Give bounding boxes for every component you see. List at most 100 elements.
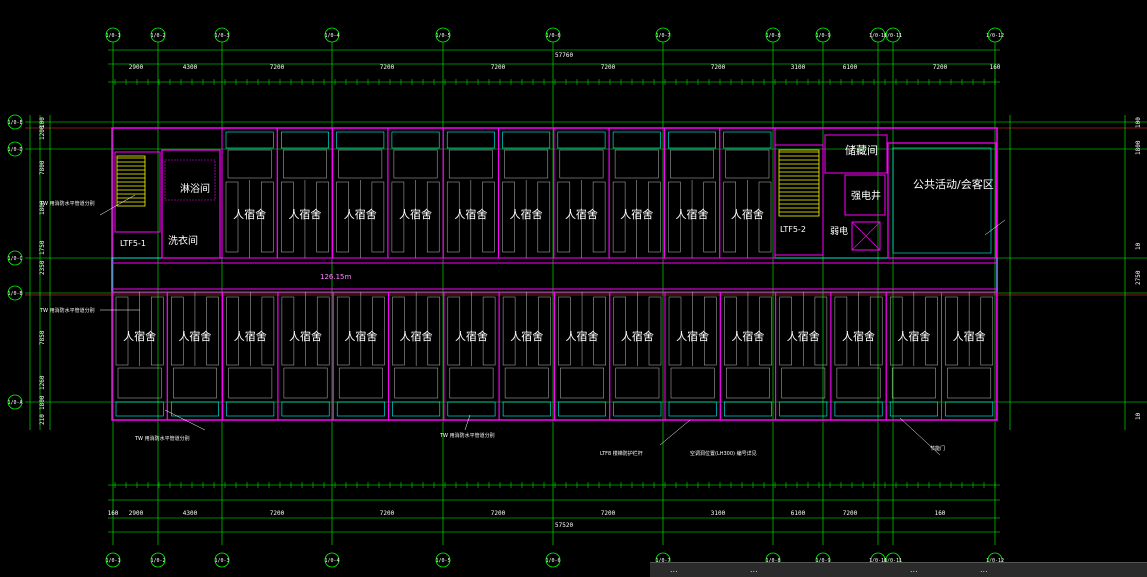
axis-bubble-top <box>885 27 901 43</box>
leader-line <box>164 409 206 431</box>
axis-bubble-top <box>214 27 230 43</box>
bathroom <box>448 149 493 179</box>
stair-left-label: LTF5-1 <box>120 239 146 248</box>
axis-bubble-left <box>7 250 23 266</box>
annotation-note: 节能门 <box>930 445 945 452</box>
axis-label-top: 1/0-5 <box>435 33 450 39</box>
window <box>834 401 883 417</box>
public-area <box>887 142 997 259</box>
axis-label-bottom: 1/0-4 <box>324 558 339 564</box>
axis-bubble-top <box>105 27 121 43</box>
window <box>668 131 717 149</box>
bathroom <box>560 367 604 399</box>
electrical-room <box>844 174 886 216</box>
bed <box>668 181 681 253</box>
bed <box>225 181 239 253</box>
window <box>668 401 717 417</box>
taskbar-item[interactable]: ... <box>910 565 918 574</box>
axis-bubble-bottom <box>105 552 121 568</box>
bed <box>281 181 294 253</box>
bed <box>703 181 716 253</box>
room-public: 公共活动/会客区 <box>913 177 994 191</box>
room-label: 人宿舍 <box>234 329 267 343</box>
bed <box>171 296 184 366</box>
axis-bubble-bottom <box>324 552 340 568</box>
span-label-bottom: 2900 <box>129 510 144 517</box>
bed <box>482 296 496 366</box>
axis-bubble-top <box>545 27 561 43</box>
span-label-bottom: 7200 <box>270 510 285 517</box>
window <box>225 131 274 149</box>
span-label-left: 7800 <box>39 160 46 175</box>
span-label-right: 2750 <box>1135 270 1142 285</box>
bathroom <box>891 367 936 399</box>
bed <box>648 181 661 253</box>
bed <box>537 181 551 253</box>
bathroom <box>781 367 826 399</box>
span-label-left: 2350 <box>39 260 46 275</box>
span-label-top: 4300 <box>183 64 198 71</box>
taskbar-item[interactable]: ... <box>980 565 988 574</box>
bed <box>814 296 828 366</box>
axis-bubble-bottom <box>214 552 230 568</box>
bed <box>704 296 717 366</box>
room-label: 人宿舍 <box>842 329 875 343</box>
building-walls <box>111 127 998 421</box>
window <box>281 401 330 417</box>
bed <box>869 296 883 366</box>
axis-label-top: 1/0-12 <box>986 33 1004 39</box>
axis-bubble-top <box>324 27 340 43</box>
axis-bubble-left <box>7 114 23 130</box>
bed <box>612 181 626 253</box>
span-label-right: 10 <box>1135 412 1142 420</box>
bathroom <box>283 149 327 179</box>
room-label: 人宿舍 <box>731 207 764 221</box>
taskbar-item[interactable]: ... <box>750 565 758 574</box>
bed <box>446 181 460 253</box>
room-label: 人宿舍 <box>676 329 709 343</box>
axis-label-bottom: 1/0-1 <box>105 558 120 564</box>
axis-label-bottom: 1/0-8 <box>765 558 780 564</box>
taskbar-item[interactable]: ... <box>670 565 678 574</box>
axis-label-top: 1/0-9 <box>815 33 830 39</box>
leader-line <box>984 219 1006 236</box>
window <box>336 131 385 149</box>
span-label-top: 7200 <box>933 64 948 71</box>
bed <box>151 296 164 366</box>
room-weak: 弱电 <box>830 225 848 237</box>
bed <box>261 296 275 366</box>
bathroom <box>173 367 217 399</box>
axis-bubble-left <box>7 285 23 301</box>
room-label: 人宿舍 <box>621 329 654 343</box>
span-label-left: 7850 <box>39 330 46 345</box>
window <box>612 131 661 149</box>
axis-label-top: 1/0-1 <box>105 33 120 39</box>
axis-label-top: 1/0-2 <box>150 33 165 39</box>
span-label-left: 210 <box>39 414 46 425</box>
axis-bubble-top <box>815 27 831 43</box>
leader-line <box>464 414 471 431</box>
bed <box>723 181 736 253</box>
axis-grid: 1/0-11/0-11/0-21/0-21/0-31/0-31/0-41/0-4… <box>7 27 1147 568</box>
storage-room <box>824 134 888 174</box>
annotation-note: TW 用消防水平管道分别 <box>39 307 95 314</box>
stair-right <box>774 144 824 256</box>
bathroom <box>449 367 494 399</box>
bed <box>372 296 385 366</box>
span-label-top: 2900 <box>129 64 144 71</box>
bed <box>482 181 495 253</box>
bed <box>115 296 129 366</box>
bathroom <box>283 367 328 399</box>
window <box>945 401 994 417</box>
room-label: 人宿舍 <box>510 329 543 343</box>
bathroom <box>338 149 383 179</box>
window <box>446 131 495 149</box>
bed <box>648 296 662 366</box>
bed <box>502 296 516 366</box>
room-bath: 淋浴间 <box>180 182 210 195</box>
window <box>723 401 772 417</box>
axis-label-left: 1/0-B <box>7 291 22 297</box>
span-label-top: 7200 <box>491 64 506 71</box>
